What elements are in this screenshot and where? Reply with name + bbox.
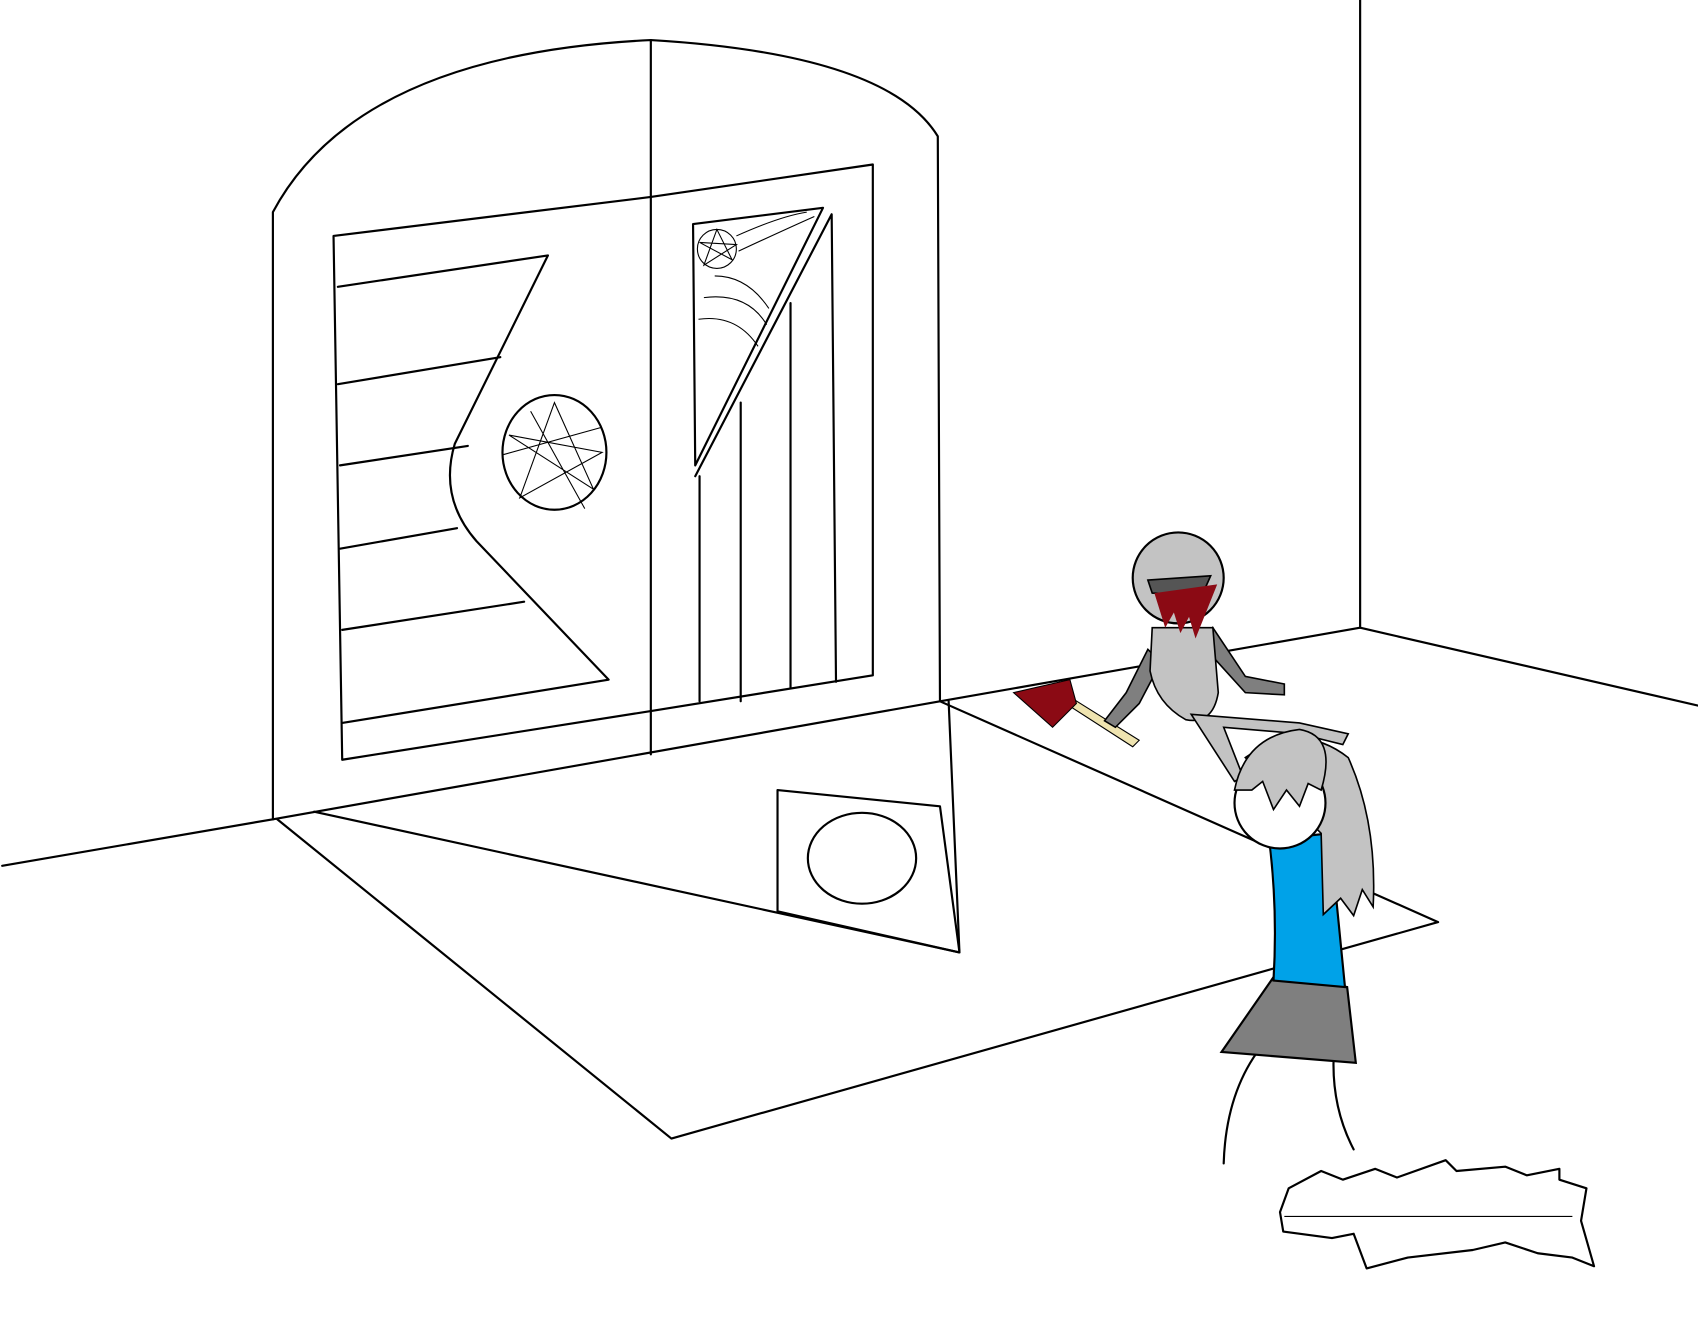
blood-drips: [1154, 584, 1218, 639]
hair-bangs: [1233, 728, 1327, 812]
inner-frame: [332, 163, 874, 761]
axe-head-bloody: [1012, 679, 1078, 729]
grey-haired-figure: [1219, 728, 1375, 1165]
carved-double-panel: [271, 38, 942, 821]
skirt: [1219, 972, 1358, 1064]
pentagram-circle: [501, 393, 608, 511]
floor-back-edge-left: [1, 818, 274, 867]
armored-figure: [1012, 531, 1350, 783]
torn-paper: [1278, 1159, 1596, 1270]
figure-body: [1149, 626, 1220, 722]
floor-rug: [276, 700, 1440, 1140]
rug-circle: [806, 811, 918, 905]
left-leg: [1222, 1046, 1262, 1165]
room-lines: [1, 0, 1698, 867]
